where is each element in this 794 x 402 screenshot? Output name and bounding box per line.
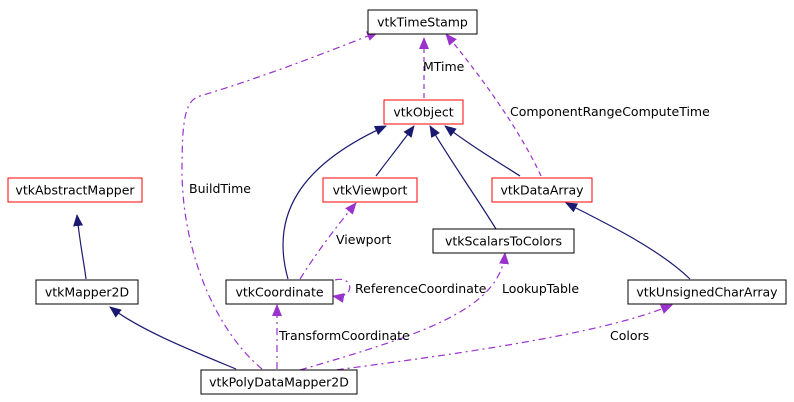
edge-coordinate-to-object — [282, 125, 387, 280]
label-buildtime: BuildTime — [189, 181, 251, 196]
label-componentrange: ComponentRangeComputeTime — [510, 104, 710, 119]
class-node-vtktimestamp[interactable]: vtkTimeStamp — [367, 9, 478, 35]
node-label: vtkTimeStamp — [377, 15, 468, 30]
label-colors: Colors — [610, 328, 649, 343]
node-label: vtkCoordinate — [235, 285, 323, 300]
label-transformcoordinate: TransformCoordinate — [278, 328, 410, 343]
label-mtime: MTime — [423, 59, 465, 74]
edge-scalarstocolors-to-object — [429, 125, 497, 230]
class-node-vtkviewport[interactable]: vtkViewport — [322, 177, 418, 203]
node-label: vtkPolyDataMapper2D — [209, 375, 349, 390]
edge-componentrange — [445, 33, 542, 177]
node-label: vtkAbstractMapper — [15, 183, 135, 198]
edge-referencecoordinate — [332, 278, 351, 303]
edge-polydatamapper2d-to-mapper2d — [109, 306, 237, 370]
inheritance-edges — [73, 125, 691, 370]
edge-dataarray-to-object — [444, 125, 521, 177]
label-viewport: Viewport — [336, 232, 391, 247]
node-label: vtkUnsignedCharArray — [636, 285, 778, 300]
edge-mapper2d-to-abstractmapper — [73, 214, 87, 280]
node-label: vtkObject — [393, 105, 453, 120]
class-node-vtkabstractmapper[interactable]: vtkAbstractMapper — [7, 177, 143, 203]
class-node-vtkobject[interactable]: vtkObject — [383, 99, 464, 125]
class-node-vtkcoordinate[interactable]: vtkCoordinate — [225, 279, 334, 305]
class-node-vtkunsignedchararray[interactable]: vtkUnsignedCharArray — [627, 279, 787, 305]
label-lookuptable: LookupTable — [502, 281, 579, 296]
class-node-vtkpolydatamapper2d[interactable]: vtkPolyDataMapper2D — [200, 369, 358, 395]
node-label: vtkScalarsToColors — [445, 234, 562, 249]
class-node-vtkscalarstocolors[interactable]: vtkScalarsToColors — [432, 228, 575, 254]
node-label: vtkDataArray — [500, 183, 584, 198]
class-node-vtkmapper2d[interactable]: vtkMapper2D — [35, 279, 139, 305]
edge-viewport — [299, 202, 357, 280]
edge-buildtime — [181, 31, 379, 370]
edge-viewport-to-object — [375, 125, 415, 177]
label-referencecoordinate: ReferenceCoordinate — [355, 281, 487, 296]
edge-labels: MTime ComponentRangeComputeTime BuildTim… — [189, 59, 710, 343]
usage-edges — [181, 31, 673, 373]
edge-unsignedchararray-to-dataarray — [565, 202, 691, 280]
edge-colors — [319, 304, 673, 373]
class-node-vtkdataarray[interactable]: vtkDataArray — [491, 177, 593, 203]
node-label: vtkViewport — [333, 183, 408, 198]
node-label: vtkMapper2D — [45, 285, 129, 300]
edge-lookuptable — [299, 252, 510, 371]
